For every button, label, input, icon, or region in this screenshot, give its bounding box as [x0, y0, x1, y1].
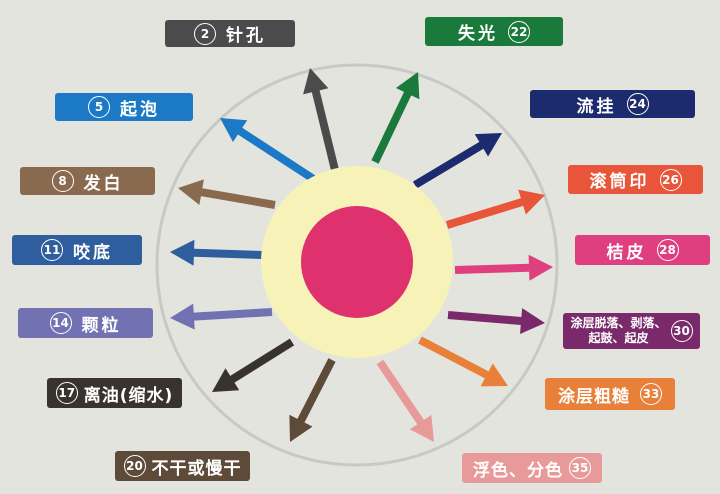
label-lifting: 11 咬底	[12, 235, 142, 265]
number-badge: 28	[656, 239, 679, 261]
arrow-l28	[454, 254, 553, 281]
label-seeding: 14 颗粒	[18, 308, 153, 338]
number-badge: 20	[123, 455, 146, 477]
label-text: 离油(缩水)	[83, 385, 174, 406]
label-rough-coating: 涂层粗糙 33	[545, 378, 675, 410]
number-badge: 17	[55, 382, 78, 404]
label-floating: 浮色、分色 35	[462, 453, 602, 483]
label-text: 发白	[83, 173, 124, 194]
label-text: 颗粒	[81, 315, 122, 336]
arrow-l24	[412, 133, 502, 189]
label-line-1: 涂层脱落、剥落、	[570, 316, 667, 330]
number-badge: 35	[569, 457, 591, 479]
number-badge: 22	[508, 20, 530, 43]
label-roller-marks: 滚筒印 26	[568, 165, 703, 194]
label-text: 失光	[458, 24, 498, 44]
label-blushing: 8 发白	[20, 167, 155, 195]
label-sagging: 流挂 24	[530, 90, 695, 118]
label-text: 针孔	[226, 26, 266, 46]
arrow-l5	[220, 118, 318, 184]
label-loss-of-gloss: 失光 22	[425, 17, 563, 46]
arrow-l17	[212, 338, 295, 392]
number-badge: 26	[659, 168, 682, 191]
label-text: 涂层粗糙	[558, 386, 630, 407]
number-badge: 5	[88, 96, 110, 118]
number-badge: 8	[51, 170, 74, 192]
label-line-2: 起鼓、起皮	[588, 331, 649, 345]
arrow-l11	[170, 239, 263, 266]
label-blistering: 5 起泡	[55, 93, 193, 121]
arrow-l35	[376, 359, 434, 442]
label-text: 桔皮	[606, 242, 647, 263]
number-badge: 11	[41, 239, 63, 261]
arrow-l33	[418, 336, 508, 387]
number-badge: 33	[640, 383, 662, 405]
number-badge: 14	[49, 312, 72, 334]
arrow-l30	[447, 308, 545, 334]
arrow-l22	[371, 72, 420, 164]
label-text: 起泡	[120, 99, 160, 120]
label-text: 流挂	[576, 96, 617, 117]
number-badge: 2	[194, 22, 216, 45]
arrow-l14	[170, 303, 273, 330]
label-pinhole: 2 针孔	[165, 20, 295, 47]
label-text: 滚筒印	[589, 172, 650, 192]
arrow-l26	[445, 189, 545, 229]
outer-ring	[155, 63, 559, 467]
arrow-l2	[303, 68, 339, 171]
center-dot	[301, 206, 413, 318]
label-text: 咬底	[73, 242, 113, 263]
label-orange-peel: 桔皮 28	[575, 235, 710, 265]
number-badge: 24	[626, 93, 649, 115]
label-text: 浮色、分色	[473, 460, 563, 481]
arrow-l20	[289, 358, 336, 442]
label-text: 不干或慢干	[151, 458, 242, 479]
arrow-l8	[178, 179, 276, 209]
label-text: 涂层脱落、剥落、起鼓、起皮	[570, 316, 666, 346]
number-badge: 30	[670, 320, 693, 342]
